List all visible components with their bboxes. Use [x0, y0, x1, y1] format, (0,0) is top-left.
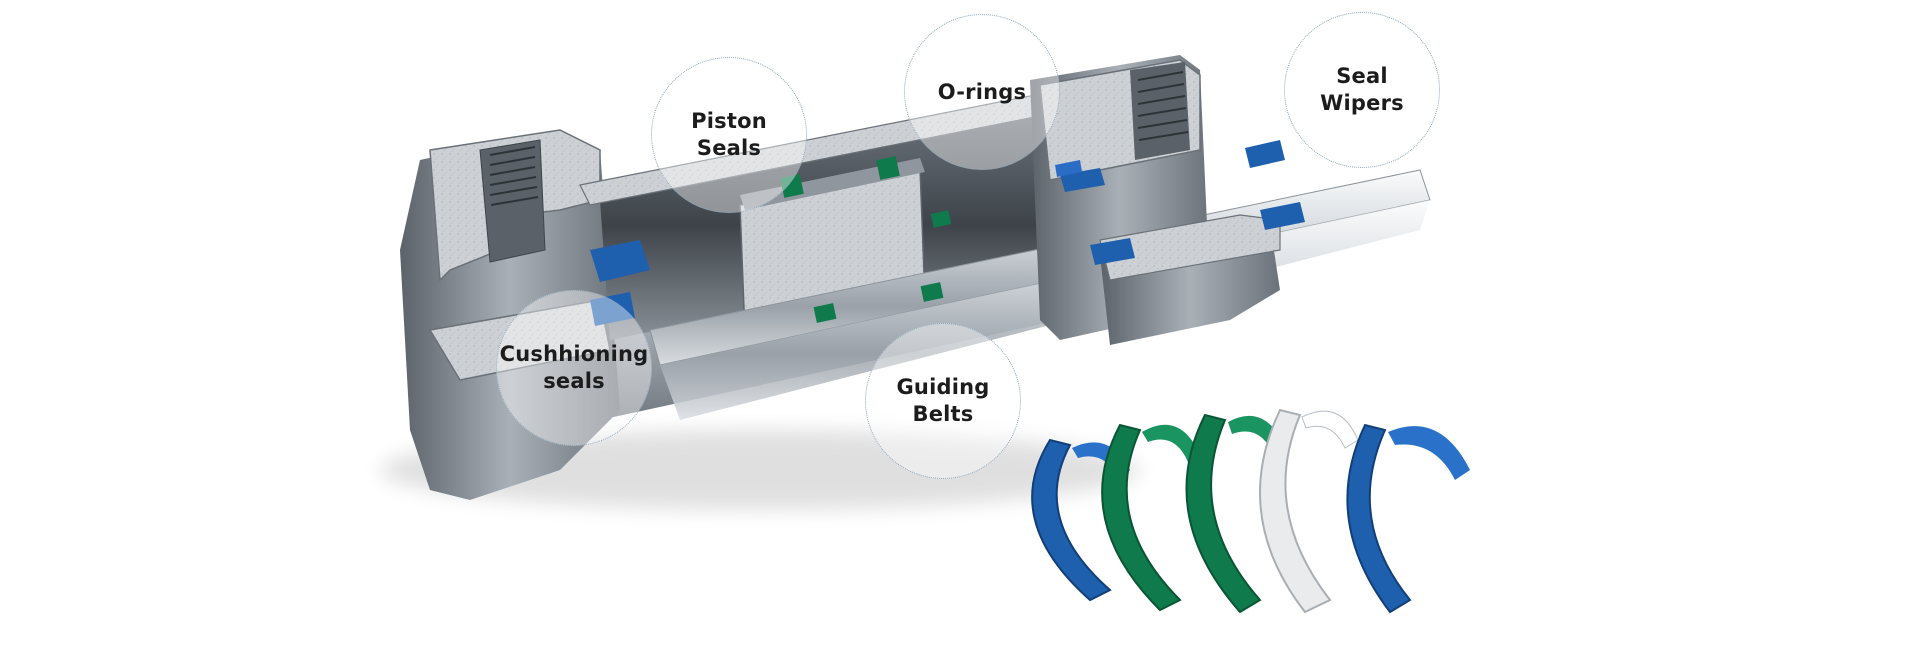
seal-wipers-label-line-1: Seal — [1336, 64, 1388, 88]
wiper-seal-blue-2 — [1260, 202, 1305, 230]
piston-seal-green-2 — [876, 156, 900, 180]
loose-seal-blue-right — [1346, 423, 1412, 614]
callout-cushioning-seals[interactable]: Cushhioning seals — [496, 290, 652, 446]
loose-seal-green-1 — [1101, 423, 1182, 612]
loose-seals-group — [1031, 408, 1470, 614]
cushioning-seals-label-line-1: Cushhioning — [499, 342, 649, 366]
wiper-seal-blue — [1245, 140, 1285, 168]
o-rings-label: O-rings — [938, 79, 1026, 106]
seal-wipers-label-line-2: Wipers — [1320, 91, 1404, 115]
piston-seal-green-4 — [920, 282, 944, 302]
loose-belt-white — [1259, 408, 1332, 614]
seal-wipers-label: Seal Wipers — [1320, 63, 1404, 117]
callout-seal-wipers[interactable]: Seal Wipers — [1284, 12, 1440, 168]
callout-piston-seals[interactable]: Piston Seals — [651, 57, 807, 213]
cushioning-seals-label-line-2: seals — [543, 369, 605, 393]
piston-seals-label-line-1: Piston — [691, 109, 767, 133]
piston-seal-green-3 — [813, 303, 837, 323]
guiding-belts-label-line-2: Belts — [912, 402, 974, 426]
guiding-belts-label-line-1: Guiding — [896, 375, 990, 399]
rod-seal-blue-2 — [1090, 238, 1135, 265]
rod-gland-lower-cut — [1099, 214, 1281, 281]
loose-seal-blue-left — [1031, 438, 1112, 602]
callout-guiding-belts[interactable]: Guiding Belts — [865, 323, 1021, 479]
piston-seals-label: Piston Seals — [691, 108, 767, 162]
guiding-belts-label: Guiding Belts — [897, 374, 990, 428]
callout-o-rings[interactable]: O-rings — [904, 14, 1060, 170]
cushion-seal-blue-left — [590, 240, 650, 282]
cushioning-seals-label: Cushhioning seals — [500, 341, 649, 395]
o-ring-blue-1 — [1055, 160, 1082, 177]
guide-belt-green-1 — [930, 210, 952, 228]
piston-seals-label-line-2: Seals — [696, 136, 762, 160]
loose-seal-green-2 — [1185, 413, 1262, 614]
o-rings-label-line-1: O-rings — [937, 79, 1027, 104]
